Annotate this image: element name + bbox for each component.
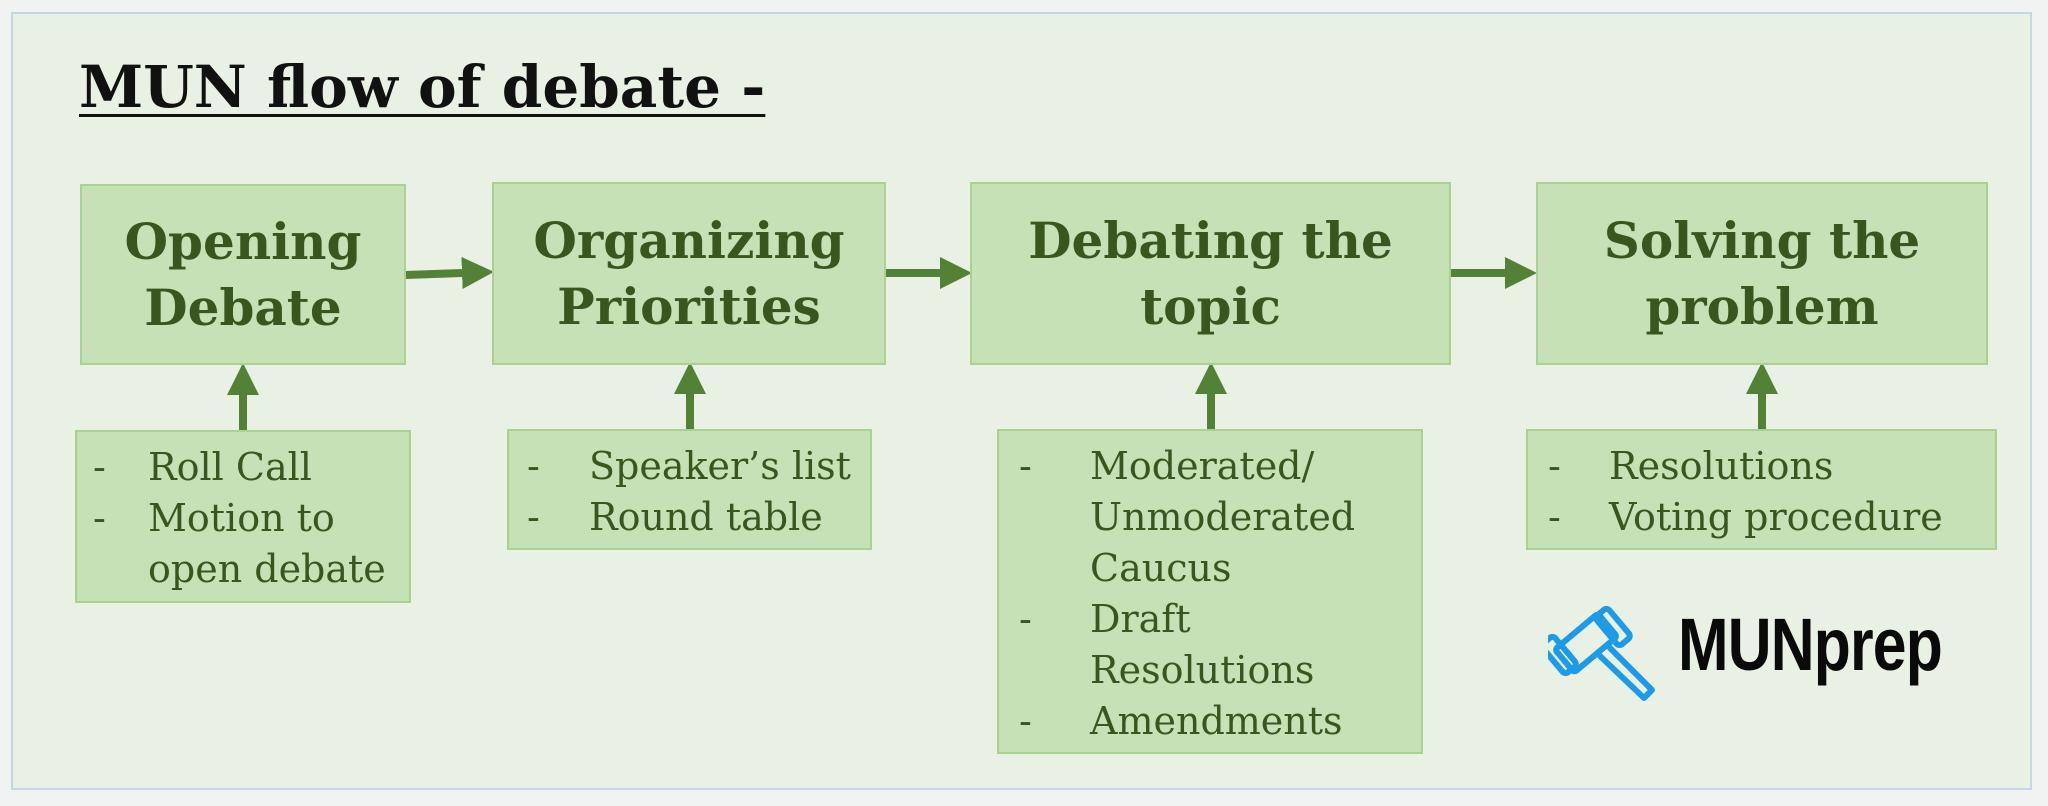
bullet-dash: -: [527, 495, 540, 539]
details-solving-the-problem: - Resolutions - Voting procedure: [1526, 429, 1997, 550]
stage-label: Opening: [124, 211, 362, 271]
bullet-dash: -: [93, 445, 106, 489]
stage-organizing-priorities: Organizing Priorities: [492, 182, 886, 365]
stage-label: Priorities: [557, 276, 821, 336]
stage-label: Organizing: [533, 210, 845, 270]
bullet-dash: -: [1019, 444, 1032, 488]
list-item: - Motion to open debate: [93, 493, 409, 595]
stage-debating-the-topic: Debating the topic: [970, 182, 1451, 365]
list-item: - Voting procedure: [1548, 492, 1995, 543]
list-item: - Moderated/ Unmoderated Caucus: [1019, 441, 1421, 594]
munprep-logo: MUNprep: [1539, 598, 2008, 708]
bullet-dash: -: [1019, 699, 1032, 743]
bullet-dash: -: [1019, 597, 1032, 641]
list-item: - Draft Resolutions: [1019, 594, 1421, 696]
details-debating-the-topic: - Moderated/ Unmoderated Caucus - Draft …: [997, 429, 1423, 754]
stage-solving-the-problem: Solving the problem: [1536, 182, 1988, 365]
bullet-dash: -: [1548, 444, 1561, 488]
list-item: - Speaker’s list: [527, 441, 870, 492]
bullet-dash: -: [93, 496, 106, 540]
details-organizing-priorities: - Speaker’s list - Round table: [507, 429, 872, 550]
list-item: - Roll Call: [93, 442, 409, 493]
stage-label: Debate: [144, 277, 342, 337]
arrow-opening-to-organizing: [405, 257, 494, 289]
gavel-icon: [1539, 605, 1655, 701]
list-item: - Round table: [527, 492, 870, 543]
logo-wordmark: MUNprep: [1678, 603, 1943, 686]
stage-label: Debating the: [1028, 210, 1393, 270]
bullet-dash: -: [1548, 495, 1561, 539]
stage-label: Solving the: [1603, 210, 1921, 270]
stage-opening-debate: Opening Debate: [80, 184, 406, 365]
diagram-title: MUN flow of debate -: [79, 53, 766, 121]
list-item: - Resolutions: [1548, 441, 1995, 492]
stage-label: problem: [1645, 276, 1879, 336]
details-opening-debate: - Roll Call - Motion to open debate: [75, 430, 411, 603]
stage-label: topic: [1140, 276, 1281, 336]
list-item: - Amendments: [1019, 696, 1421, 747]
bullet-dash: -: [527, 444, 540, 488]
